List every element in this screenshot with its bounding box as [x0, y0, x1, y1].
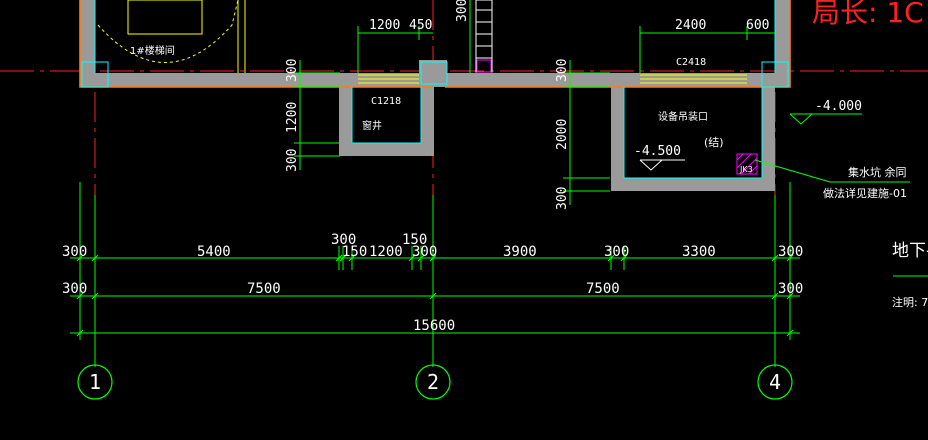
sump-hatch-line	[740, 157, 758, 175]
row1-300-mid: 300	[412, 244, 437, 260]
sump-ref-label: 做法详见建施-01	[823, 186, 907, 200]
pit-dim-300-a: 300	[555, 59, 570, 82]
row1-300-b: 300	[604, 244, 629, 260]
outer-outline-right	[445, 0, 791, 88]
dim-2400-top: 2400	[675, 18, 706, 33]
row1-300-upper: 300	[331, 232, 356, 248]
sump-hatch-box	[736, 153, 758, 175]
level-inner-label: -4.500	[634, 144, 681, 159]
sump-hatch-line	[748, 165, 758, 175]
header-text: 局长: 1C	[812, 0, 924, 29]
dim-slash-marks	[76, 254, 794, 337]
wall-mid-vertical	[419, 60, 447, 87]
stair-arc	[97, 0, 239, 63]
sump-leader-line	[754, 159, 910, 183]
sump-label: 集水坑 余同	[848, 165, 907, 179]
dim-600-top: 600	[746, 18, 769, 33]
well-dim-300-b: 300	[285, 149, 300, 172]
grid-bubble-1[interactable]	[77, 364, 113, 400]
grid-label-4: 4	[769, 370, 781, 394]
yellow-items	[97, 0, 747, 84]
dim-row1-texts: 300 5400 300 150 1200 150 300 3900 300 3…	[62, 232, 803, 260]
sump-tag: JK3	[739, 165, 753, 174]
column-mid	[420, 61, 448, 85]
dim-450-top: 450	[409, 18, 432, 33]
well-dim-1200: 1200	[285, 102, 300, 133]
pit-dim-2000: 2000	[555, 119, 570, 150]
ladder-magenta-base	[476, 59, 492, 73]
row2-7500-b: 7500	[586, 281, 620, 297]
window-right-label: C2418	[676, 57, 706, 68]
walls	[80, 0, 790, 191]
grid-bubbles	[77, 364, 793, 400]
dimension-lines	[70, 182, 800, 367]
window-well-left-wall	[339, 87, 352, 156]
wall-right-vertical	[775, 0, 790, 87]
pit-right-wall	[762, 87, 775, 191]
row1-1200: 1200	[369, 244, 403, 260]
level-mark-inner	[639, 159, 664, 171]
ladder-frame	[475, 0, 493, 73]
row2-300-right: 300	[778, 281, 803, 297]
top-dim-texts: 1200 450 2400 600 300	[369, 0, 769, 33]
pit-bottom-wall	[611, 178, 775, 191]
grid-label-1: 1	[89, 370, 101, 394]
row1-3300: 3300	[682, 244, 716, 260]
grid-label-2: 2	[427, 370, 439, 394]
row2-7500-a: 7500	[247, 281, 281, 297]
note-fragment: 注明: 7	[892, 295, 928, 309]
row1-300-right: 300	[778, 244, 803, 260]
row1-150-upper: 150	[402, 232, 427, 248]
row1-5400: 5400	[197, 244, 231, 260]
window-well-bottom-wall	[339, 143, 434, 156]
grid-bubble-4[interactable]	[757, 364, 793, 400]
pit-left-wall	[611, 87, 624, 191]
ladder	[475, 0, 493, 73]
vertical-dim-texts: 300 1200 300 300 2000 300	[285, 59, 570, 210]
dim-1200-top: 1200	[369, 18, 400, 33]
stair-label: 1#楼梯间	[130, 44, 175, 57]
cyan-details	[81, 0, 789, 179]
row2-300-left: 300	[62, 281, 87, 297]
row1-3900: 3900	[503, 244, 537, 260]
row3-15600: 15600	[413, 318, 455, 334]
grid-labels: 1 2 4	[89, 370, 781, 394]
wall-left-vertical	[80, 0, 95, 87]
sump-hatch-line	[736, 153, 744, 161]
row1-300-left: 300	[62, 244, 87, 260]
dim-row2-texts: 300 7500 7500 300	[62, 281, 803, 297]
row1-150-a: 150	[342, 244, 367, 260]
dim-300-vertical-top: 300	[455, 0, 470, 22]
drawing-title-fragment: 地下-	[892, 241, 928, 261]
grid-bubble-2[interactable]	[415, 364, 451, 400]
window-well-label: 窗井	[362, 119, 382, 132]
level-mark-outer	[789, 113, 814, 125]
stair-room-box	[127, 0, 203, 35]
structure-note-label: (结)	[704, 136, 724, 149]
window-left-label: C1218	[371, 96, 401, 107]
well-dim-300-a: 300	[285, 59, 300, 82]
equipment-opening-label: 设备吊装口	[658, 110, 708, 123]
sump-hatch-line	[736, 153, 752, 169]
level-outer-label: -4.000	[815, 99, 862, 114]
sump-hatch	[736, 153, 758, 175]
pit-dim-300-b: 300	[555, 187, 570, 210]
window-well-right-wall	[421, 87, 434, 156]
top-dimensions	[294, 0, 928, 277]
